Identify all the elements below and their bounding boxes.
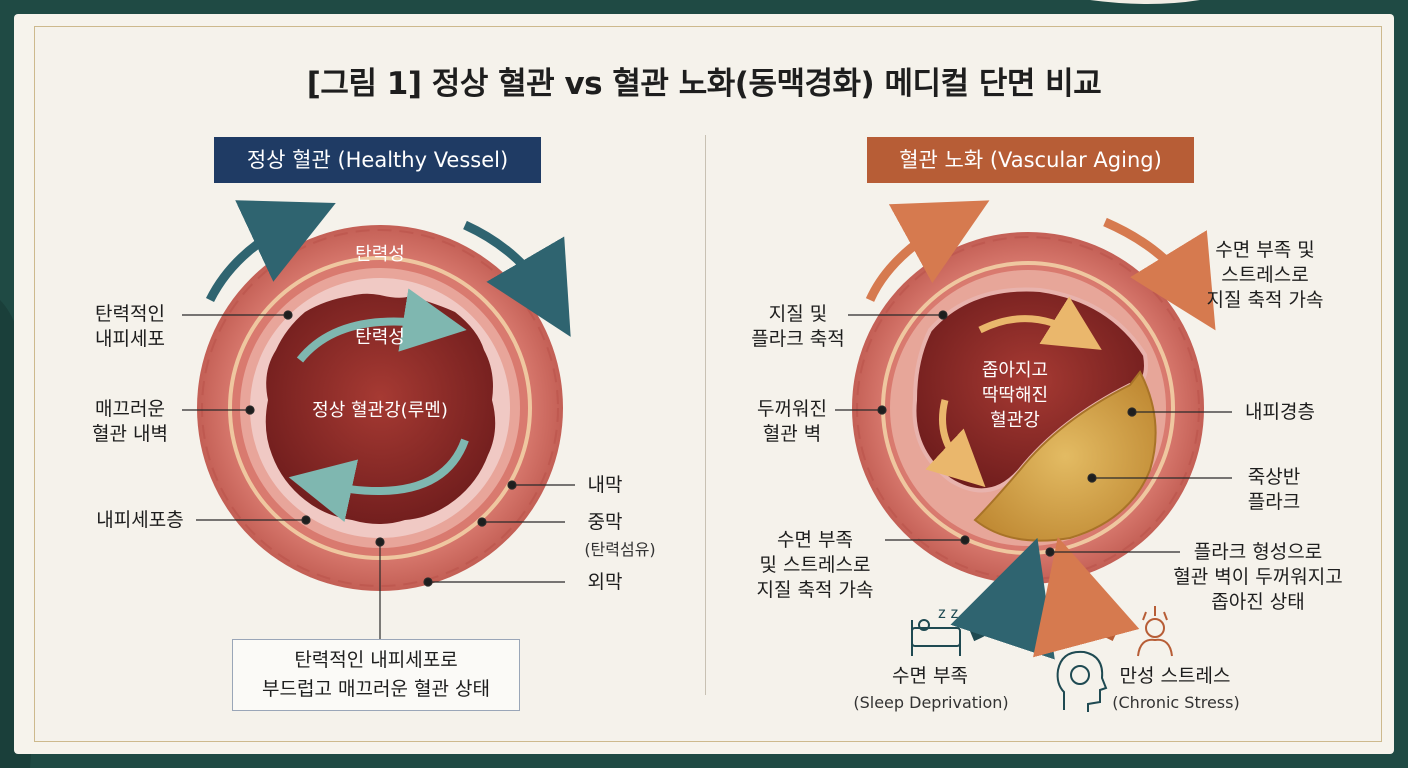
svg-text:z z: z z: [938, 605, 958, 622]
factor-sleep-en: (Sleep Deprivation): [853, 693, 1009, 712]
panel-divider: [705, 135, 706, 695]
label-thick-wall: 두꺼워진 혈관 벽: [757, 398, 827, 445]
label-media: 중막: [587, 511, 623, 533]
label-sclerosis: 내피경층: [1245, 401, 1315, 423]
aged-outer-arrow-right: [1103, 217, 1216, 331]
label-sleep-stress-lipid: 수면 부족 및 스트레스로 지질 축적 가속: [756, 529, 874, 601]
factor-stress-name: 만성 스트레스: [1119, 665, 1231, 687]
label-adventitia: 외막: [587, 571, 623, 593]
factor-sleep-name: 수면 부족: [892, 665, 968, 687]
label-lipid-plaque: 지질 및 플라크 축적: [751, 303, 845, 350]
label-elastic-endothelium: 탄력적인 내피세포: [95, 303, 165, 350]
sleep-bed-icon: z z: [911, 605, 961, 656]
page-title: [그림 1] 정상 혈관 vs 혈관 노화(동맥경화) 메디컬 단면 비교: [306, 66, 1102, 102]
label-intima: 내막: [587, 474, 623, 496]
factor-stress-en: (Chronic Stress): [1112, 693, 1240, 712]
label-media-sub: (탄력섬유): [584, 540, 656, 559]
vascular-aging-header: 혈관 노화 (Vascular Aging): [867, 137, 1194, 183]
wall-elasticity-label: 탄력성: [355, 244, 405, 265]
inner-elasticity-label: 탄력성: [355, 327, 405, 348]
aged-outer-arrow-left: [865, 200, 990, 302]
label-endothelial-layer: 내피세포층: [96, 509, 184, 531]
healthy-summary-box: 탄력적인 내피세포로 부드럽고 매끄러운 혈관 상태: [232, 639, 520, 711]
label-top-right-note: 수면 부족 및 스트레스로 지질 축적 가속: [1206, 239, 1324, 311]
label-atheroma: 죽상반 플라크: [1247, 466, 1301, 513]
aged-lumen-label: 좁아지고 딱딱해진 혈관강: [981, 360, 1049, 431]
label-smooth-wall: 매끄러운 혈관 내벽: [92, 398, 168, 445]
brain-head-icon: [1056, 650, 1108, 712]
healthy-inner-arrow-top: [296, 288, 467, 363]
healthy-vessel-header: 정상 혈관 (Healthy Vessel): [214, 137, 541, 183]
aged-inner-arrow-top: [978, 296, 1102, 350]
aged-inner-arrow-left: [925, 399, 986, 488]
healthy-outer-arrow-left: [205, 200, 336, 303]
stress-arrow: [1033, 536, 1140, 658]
healthy-lumen-label: 정상 혈관강(루멘): [312, 400, 448, 421]
sleep-arrow: [950, 537, 1055, 660]
healthy-inner-arrow-bottom: [288, 438, 469, 523]
stress-person-icon: [1137, 606, 1173, 657]
label-narrowed: 플라크 형성으로 혈관 벽이 두꺼워지고 좁아진 상태: [1173, 541, 1343, 613]
healthy-outer-arrow-right: [463, 220, 571, 337]
